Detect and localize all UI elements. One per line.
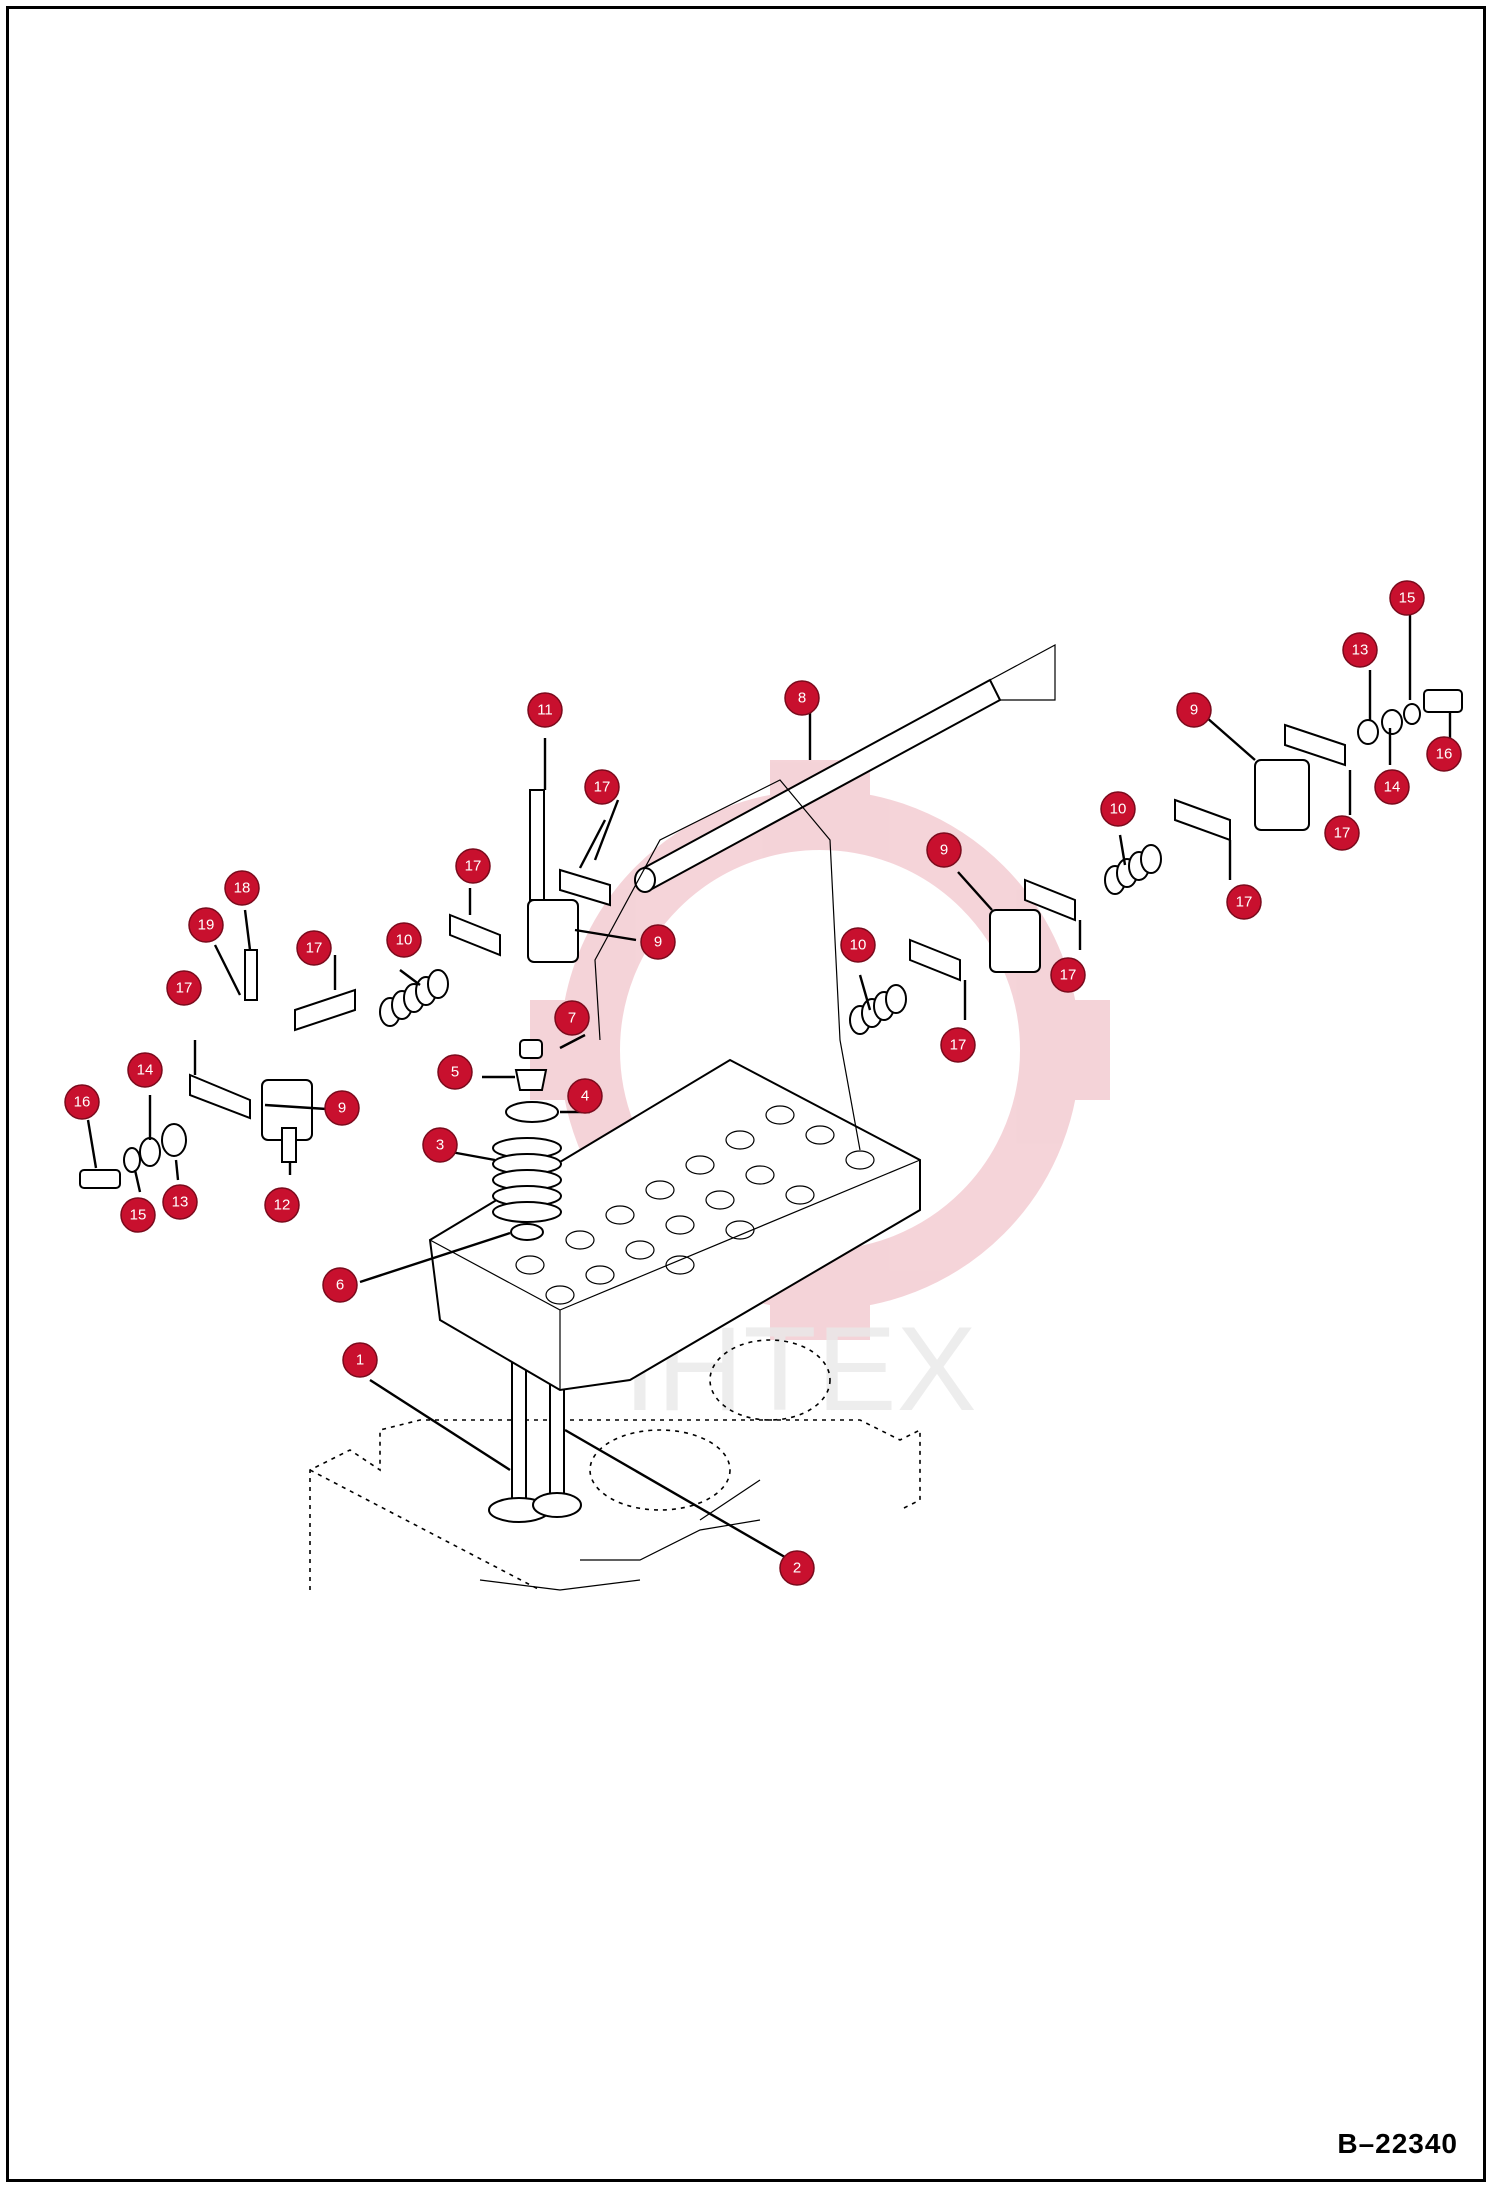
drawing-reference-code: B–22340 <box>1337 2128 1458 2159</box>
svg-text:5: 5 <box>451 1064 459 1081</box>
callout-9-center: 9 <box>640 924 676 960</box>
svg-text:9: 9 <box>338 1100 346 1117</box>
callout-11: 11 <box>527 692 563 728</box>
svg-text:13: 13 <box>172 1194 189 1211</box>
callout-9-right-mid: 9 <box>926 832 962 868</box>
svg-text:3: 3 <box>436 1137 444 1154</box>
callout-16-left: 16 <box>64 1084 100 1120</box>
callout-13-right: 13 <box>1342 632 1378 668</box>
svg-text:19: 19 <box>198 917 215 934</box>
svg-text:17: 17 <box>950 1037 967 1054</box>
svg-text:1: 1 <box>356 1352 364 1369</box>
callout-17-e: 17 <box>940 1027 976 1063</box>
svg-text:16: 16 <box>1436 746 1453 763</box>
callout-10-left: 10 <box>386 922 422 958</box>
callout-markers: 1 2 3 4 5 6 7 8 9 9 9 9 10 10 10 11 12 1… <box>64 580 1462 1586</box>
callout-2: 2 <box>779 1550 815 1586</box>
callout-12: 12 <box>264 1187 300 1223</box>
svg-text:7: 7 <box>568 1010 576 1027</box>
svg-text:18: 18 <box>234 880 251 897</box>
callout-17-f: 17 <box>1050 957 1086 993</box>
callout-17-c: 17 <box>455 848 491 884</box>
svg-text:8: 8 <box>798 690 806 707</box>
callout-6: 6 <box>322 1267 358 1303</box>
svg-text:16: 16 <box>74 1094 91 1111</box>
svg-text:14: 14 <box>1384 779 1401 796</box>
callout-17-h: 17 <box>1324 815 1360 851</box>
callout-5: 5 <box>437 1054 473 1090</box>
callout-19: 19 <box>188 907 224 943</box>
callout-label: 17 <box>1334 825 1351 842</box>
svg-text:10: 10 <box>850 937 867 954</box>
svg-text:15: 15 <box>130 1207 147 1224</box>
svg-text:6: 6 <box>336 1277 344 1294</box>
svg-text:10: 10 <box>1110 801 1127 818</box>
svg-text:14: 14 <box>137 1062 154 1079</box>
callout-10-right: 10 <box>1100 791 1136 827</box>
rocker-shaft <box>594 643 1056 1151</box>
svg-text:4: 4 <box>581 1088 589 1105</box>
callout-17-g: 17 <box>1226 884 1262 920</box>
callout-8: 8 <box>784 680 820 716</box>
callout-1: 1 <box>342 1342 378 1378</box>
svg-text:17: 17 <box>1236 894 1253 911</box>
callout-17-d: 17 <box>584 769 620 805</box>
callout-13-left: 13 <box>162 1184 198 1220</box>
svg-text:17: 17 <box>465 858 482 875</box>
cylinder-head <box>428 1058 921 1392</box>
svg-text:10: 10 <box>396 932 413 949</box>
callout-9-left: 9 <box>324 1090 360 1126</box>
svg-text:9: 9 <box>1190 702 1198 719</box>
callout-10-mid: 10 <box>840 927 876 963</box>
svg-text:17: 17 <box>176 980 193 997</box>
callout-3: 3 <box>422 1127 458 1163</box>
svg-text:13: 13 <box>1352 642 1369 659</box>
callout-16-right: 16 <box>1426 736 1462 772</box>
callout-15-left: 15 <box>120 1197 156 1233</box>
callout-15-right: 15 <box>1389 580 1425 616</box>
svg-text:12: 12 <box>274 1197 291 1214</box>
leader-lines <box>86 610 1452 1562</box>
callout-18: 18 <box>224 870 260 906</box>
callout-7: 7 <box>554 1000 590 1036</box>
svg-text:17: 17 <box>594 779 611 796</box>
svg-text:9: 9 <box>654 934 662 951</box>
svg-text:2: 2 <box>793 1560 801 1577</box>
left-rocker-group <box>79 789 611 1189</box>
right-rocker-group <box>849 689 1463 1035</box>
svg-text:15: 15 <box>1399 590 1416 607</box>
valve-spring-stack <box>492 1039 562 1241</box>
callout-17-b: 17 <box>296 930 332 966</box>
svg-text:17: 17 <box>1060 967 1077 984</box>
callout-14-right: 14 <box>1374 769 1410 805</box>
svg-text:9: 9 <box>940 842 948 859</box>
callout-14-left: 14 <box>127 1052 163 1088</box>
callout-17-a: 17 <box>166 970 202 1006</box>
callout-9-right: 9 <box>1176 692 1212 728</box>
svg-text:11: 11 <box>537 702 553 719</box>
svg-text:17: 17 <box>306 940 323 957</box>
callout-4: 4 <box>567 1078 603 1114</box>
